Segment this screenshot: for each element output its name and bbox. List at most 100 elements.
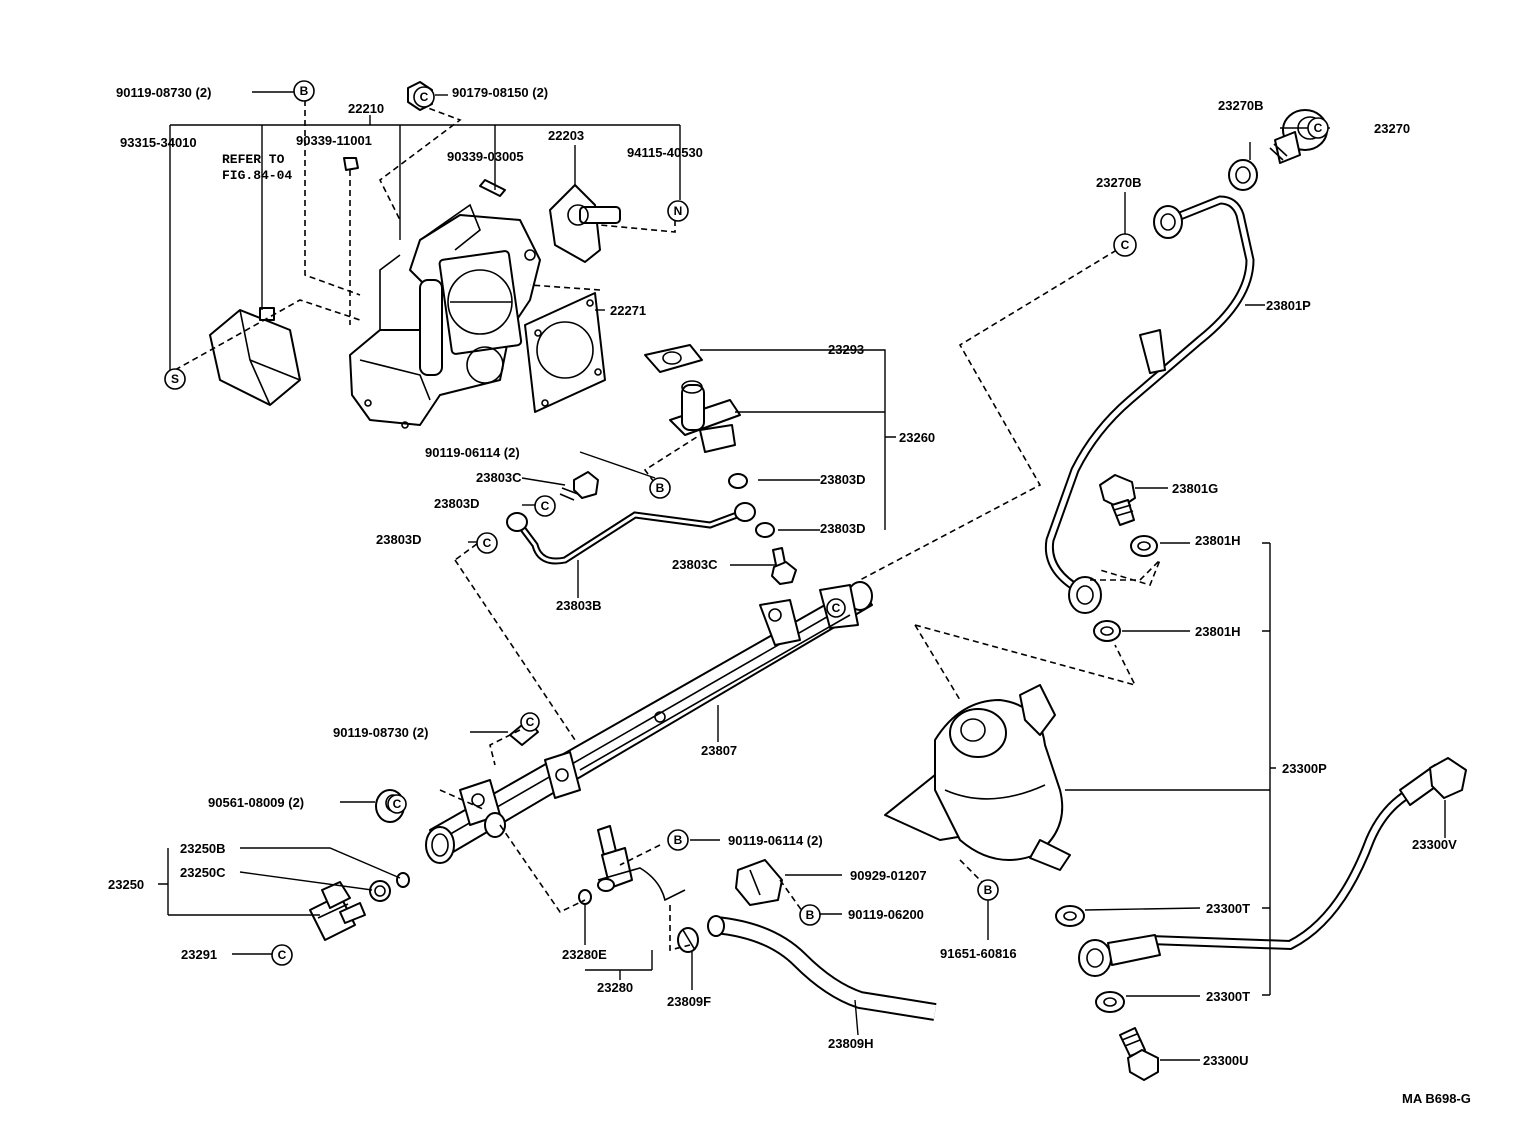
label-23803B: 23803B	[556, 598, 602, 613]
svg-text:B: B	[984, 883, 993, 897]
leader-lines	[158, 91, 1446, 1061]
label-23300U: 23300U	[1203, 1053, 1249, 1068]
label-23300T-a: 23300T	[1206, 901, 1250, 916]
symbol-C-23291: C	[271, 944, 293, 966]
vacuum-hose-23809H	[707, 915, 937, 1021]
fuel-return-pipe-23803B	[506, 502, 756, 565]
symbol-C-90561: C	[387, 794, 407, 814]
symbol-B-top: B	[293, 80, 315, 102]
label-23250C: 23250C	[180, 865, 226, 880]
washer-23270B-top	[1228, 159, 1258, 191]
label-22203: 22203	[548, 128, 584, 143]
union-bolt-23801G	[1099, 474, 1136, 526]
svg-text:C: C	[526, 715, 535, 729]
label-23270B: 23270B	[1096, 175, 1142, 190]
symbol-N: N	[667, 200, 689, 222]
label-90119-06200: 90119-06200	[848, 907, 924, 922]
gasket-23801H-upper	[1130, 535, 1158, 557]
svg-text:C: C	[541, 499, 550, 513]
label-90339-03005: 90339-03005	[447, 149, 524, 164]
label-90119-06114-a: 90119-06114 (2)	[425, 445, 520, 460]
svg-text:C: C	[1121, 238, 1130, 252]
gasket-23300T-lower	[1095, 991, 1125, 1013]
symbol-B-90119-06200: B	[799, 904, 821, 926]
label-23803D-c: 23803D	[820, 472, 866, 487]
hose-clamp-23809F	[677, 927, 699, 953]
fuel-hose-23300V	[1078, 757, 1467, 977]
pulsation-damper-23270	[1269, 109, 1328, 164]
svg-text:C: C	[1314, 121, 1323, 135]
insulator-23250C	[369, 880, 391, 902]
symbol-C-23270B: C	[1113, 233, 1137, 257]
label-23809F: 23809F	[667, 994, 711, 1009]
label-23803D-b: 23803D	[376, 532, 422, 547]
label-23803C-b: 23803C	[672, 557, 718, 572]
label-94115-40530: 94115-40530	[627, 145, 703, 160]
label-23291: 23291	[181, 947, 217, 962]
svg-text:B: B	[656, 481, 665, 495]
label-23280E: 23280E	[562, 947, 607, 962]
label-22271: 22271	[610, 303, 646, 318]
clip-90339-11001	[343, 157, 359, 171]
svg-text:B: B	[674, 833, 683, 847]
throttle-body-assembly	[349, 203, 541, 429]
svg-text:C: C	[278, 948, 287, 962]
symbol-B-23280: B	[667, 829, 689, 851]
idle-air-control-valve	[549, 184, 621, 263]
label-90929-01207: 90929-01207	[850, 868, 927, 883]
label-23300P: 23300P	[1282, 761, 1327, 776]
svg-text:N: N	[674, 204, 683, 218]
svg-text:B: B	[806, 908, 815, 922]
svg-text:S: S	[171, 372, 179, 386]
symbol-C-fuel-rail: C	[826, 598, 846, 618]
label-90179-08150: 90179-08150 (2)	[452, 85, 548, 100]
label-90119-08730-mid: 90119-08730 (2)	[333, 725, 428, 740]
svg-text:C: C	[483, 536, 492, 550]
bolt-23803C-upper	[559, 471, 599, 501]
symbol-S: S	[164, 368, 186, 390]
label-23293: 23293	[828, 342, 864, 357]
gasket-23801H-lower	[1093, 620, 1121, 642]
gasket-23293	[644, 344, 703, 373]
label-23803C-a: 23803C	[476, 470, 522, 485]
label-23801G: 23801G	[1172, 481, 1218, 496]
throttle-position-sensor	[209, 307, 301, 406]
svg-text:C: C	[420, 90, 429, 104]
bolt-23803C-lower	[771, 547, 797, 585]
label-23270B-top: 23270B	[1218, 98, 1264, 113]
label-drawing-code: MA B698-G	[1402, 1091, 1471, 1106]
o-ring-23250B	[396, 872, 410, 888]
label-23803D-d: 23803D	[820, 521, 866, 536]
symbol-C-top: C	[413, 86, 435, 108]
vsv-connector-90929-01207	[735, 859, 783, 906]
label-90561-08009: 90561-08009 (2)	[208, 795, 304, 810]
label-90339-11001: 90339-11001	[296, 133, 372, 148]
label-fig-ref: FIG.84-04	[222, 168, 292, 183]
symbol-C-23270: C	[1307, 117, 1329, 139]
o-ring-23280E	[578, 889, 592, 905]
label-23801H-b: 23801H	[1195, 624, 1241, 639]
washer-23803D-a	[728, 473, 748, 489]
label-91651-60816: 91651-60816	[940, 946, 1017, 961]
label-90119-08730-top: 90119-08730 (2)	[116, 85, 211, 100]
delivery-pipe-23807	[425, 581, 873, 864]
gasket-22271	[524, 292, 606, 413]
svg-text:B: B	[300, 84, 309, 98]
label-23270: 23270	[1374, 121, 1410, 136]
fuel-filter-23300P	[884, 684, 1071, 871]
label-23801P: 23801P	[1266, 298, 1311, 313]
label-23801H-a: 23801H	[1195, 533, 1241, 548]
symbol-C-90119-08730: C	[520, 712, 540, 732]
label-23260: 23260	[899, 430, 935, 445]
label-93315-34010: 93315-34010	[120, 135, 197, 150]
label-23250B: 23250B	[180, 841, 226, 856]
symbol-B-23260: B	[649, 477, 671, 499]
pressure-sensor-23280	[597, 825, 686, 902]
label-23803D-a: 23803D	[434, 496, 480, 511]
label-23250: 23250	[108, 877, 144, 892]
symbol-B-91651: B	[977, 879, 999, 901]
label-23300V: 23300V	[1412, 837, 1457, 852]
label-refer-to: REFER TO	[222, 152, 285, 167]
label-23280: 23280	[597, 980, 633, 995]
